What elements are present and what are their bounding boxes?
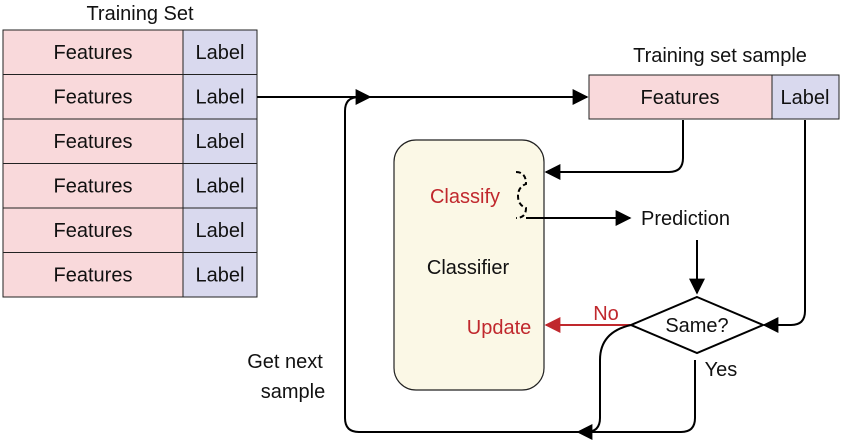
- training-label-text: Label: [196, 131, 245, 153]
- training-label-cell: [182, 29, 258, 75]
- classifier-title: Classifier: [427, 257, 510, 279]
- get-next-text-line1: Get next: [247, 351, 323, 373]
- training-features-cell: [2, 29, 184, 75]
- sample-label-cell: [771, 74, 840, 120]
- update-text: Update: [467, 317, 532, 339]
- sample-features-text: Features: [641, 87, 720, 109]
- training-label-cell: [182, 252, 258, 298]
- loop-back-path: [344, 89, 580, 433]
- decision-diamond: [628, 295, 766, 355]
- get-next-text-line2: sample: [261, 381, 325, 403]
- prediction-text: Prediction: [641, 208, 730, 230]
- training-features-text: Features: [54, 87, 133, 109]
- training-label-text: Label: [196, 87, 245, 109]
- classify-dashed-bracket: [515, 171, 528, 219]
- classify-text: Classify: [430, 186, 500, 208]
- training-label-text: Label: [196, 42, 245, 64]
- training-features-text: Features: [54, 176, 133, 198]
- sample-title: Training set sample: [633, 45, 807, 67]
- decision-left-return-path: [585, 324, 632, 433]
- training-features-cell: [2, 74, 184, 120]
- decision-text: Same?: [665, 315, 728, 337]
- training-label-text: Label: [196, 220, 245, 242]
- training-features-text: Features: [54, 265, 133, 287]
- sample-label-text: Label: [781, 87, 830, 109]
- training-label-text: Label: [196, 176, 245, 198]
- training-features-text: Features: [54, 220, 133, 242]
- training-label-cell: [182, 207, 258, 253]
- training-label-text: Label: [196, 265, 245, 287]
- no-text: No: [593, 303, 619, 325]
- label-to-decision-arrow: [762, 120, 806, 333]
- yes-text: Yes: [705, 359, 738, 381]
- training-set-title: Training Set: [86, 3, 194, 25]
- training-features-text: Features: [54, 131, 133, 153]
- classifier-box: [393, 139, 545, 391]
- training-label-cell: [182, 163, 258, 209]
- yes-path: [576, 360, 696, 440]
- training-label-cell: [182, 118, 258, 164]
- training-features-text: Features: [54, 42, 133, 64]
- sample-features-cell: [588, 74, 773, 120]
- features-to-classify-arrow: [544, 120, 684, 180]
